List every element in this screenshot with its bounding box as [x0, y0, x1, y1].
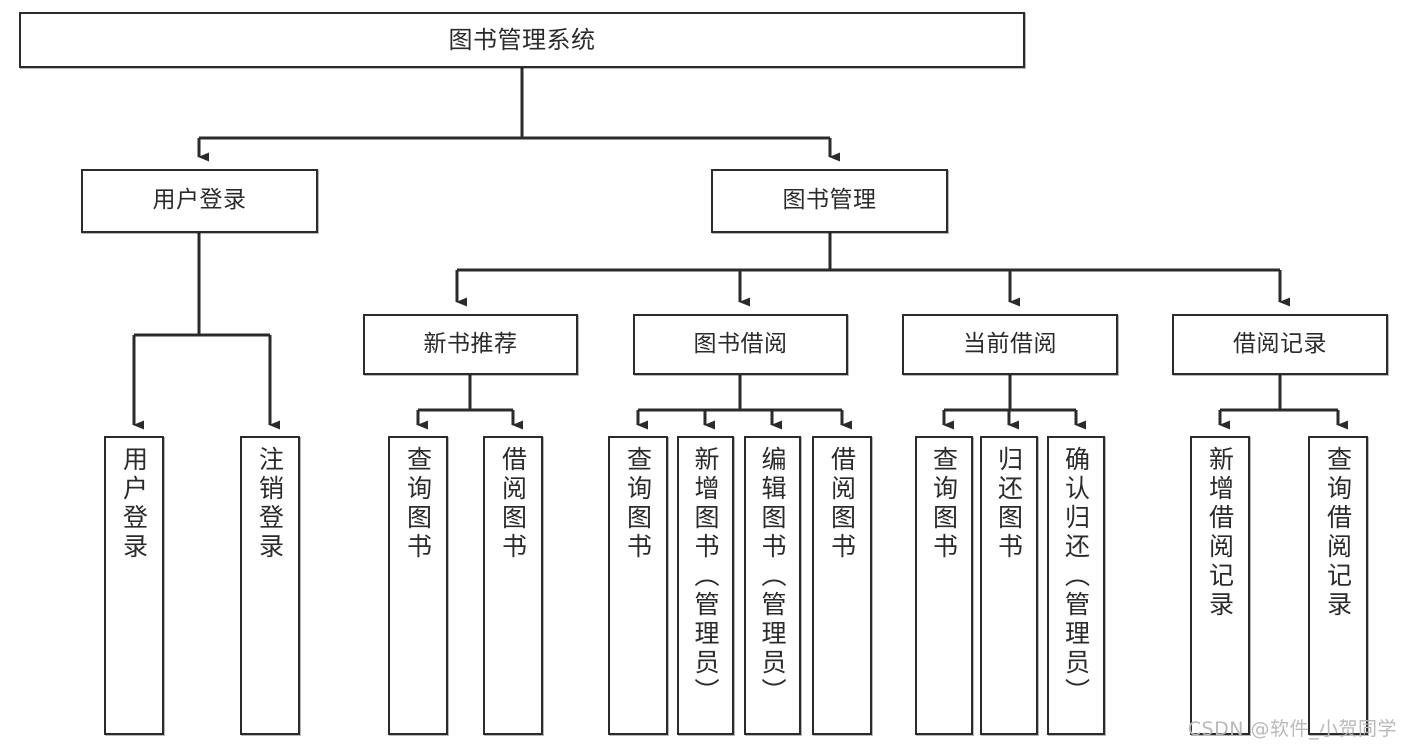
node-leaf-confirm-return-label: 确认归还（管理员） [1061, 446, 1091, 707]
node-leaf-add-book[interactable]: 新增图书（管理员） [677, 436, 734, 735]
node-leaf-user-login-label: 用户登录 [119, 446, 149, 562]
node-leaf-query-book-3-label: 查询图书 [929, 446, 959, 562]
node-leaf-query-book-2-label: 查询图书 [623, 446, 653, 562]
node-leaf-borrow-book-1-label: 借阅图书 [498, 446, 528, 562]
node-leaf-add-record-label: 新增借阅记录 [1205, 446, 1235, 620]
node-book-borrow-label: 图书借阅 [693, 330, 788, 357]
node-leaf-confirm-return[interactable]: 确认归还（管理员） [1047, 436, 1105, 735]
node-new-book-rec-label: 新书推荐 [423, 330, 518, 357]
node-leaf-query-book-3[interactable]: 查询图书 [915, 436, 973, 735]
node-leaf-return-book-label: 归还图书 [994, 446, 1024, 562]
node-leaf-logout[interactable]: 注销登录 [240, 436, 300, 735]
node-leaf-query-record-label: 查询借阅记录 [1323, 446, 1353, 620]
node-leaf-user-login[interactable]: 用户登录 [104, 436, 164, 735]
node-new-book-rec[interactable]: 新书推荐 [363, 314, 578, 375]
node-leaf-query-book-1-label: 查询图书 [403, 446, 433, 562]
node-borrow-record[interactable]: 借阅记录 [1172, 314, 1388, 375]
node-current-borrow-label: 当前借阅 [963, 330, 1057, 357]
node-leaf-logout-label: 注销登录 [255, 446, 285, 562]
node-leaf-borrow-book-1[interactable]: 借阅图书 [483, 436, 543, 735]
node-leaf-query-book-2[interactable]: 查询图书 [608, 436, 668, 735]
node-current-borrow[interactable]: 当前借阅 [902, 314, 1118, 375]
node-borrow-record-label: 借阅记录 [1233, 330, 1327, 357]
node-book-manage-label: 图书管理 [782, 187, 877, 214]
node-leaf-query-book-1[interactable]: 查询图书 [388, 436, 448, 735]
watermark-text: CSDN @软件_小贺同学 [1187, 718, 1397, 740]
node-root-label: 图书管理系统 [448, 25, 596, 54]
node-book-borrow[interactable]: 图书借阅 [633, 314, 848, 375]
node-leaf-add-record[interactable]: 新增借阅记录 [1190, 436, 1250, 735]
node-leaf-edit-book[interactable]: 编辑图书（管理员） [744, 436, 801, 735]
node-user-login[interactable]: 用户登录 [81, 169, 318, 233]
node-leaf-borrow-book-2[interactable]: 借阅图书 [812, 436, 872, 735]
node-leaf-return-book[interactable]: 归还图书 [980, 436, 1038, 735]
node-book-manage[interactable]: 图书管理 [711, 169, 948, 233]
node-leaf-add-book-label: 新增图书（管理员） [691, 446, 720, 707]
node-root[interactable]: 图书管理系统 [19, 12, 1025, 68]
node-user-login-label: 用户登录 [152, 187, 247, 214]
node-leaf-edit-book-label: 编辑图书（管理员） [758, 446, 787, 707]
node-leaf-query-record[interactable]: 查询借阅记录 [1308, 436, 1368, 735]
node-leaf-borrow-book-2-label: 借阅图书 [827, 446, 857, 562]
